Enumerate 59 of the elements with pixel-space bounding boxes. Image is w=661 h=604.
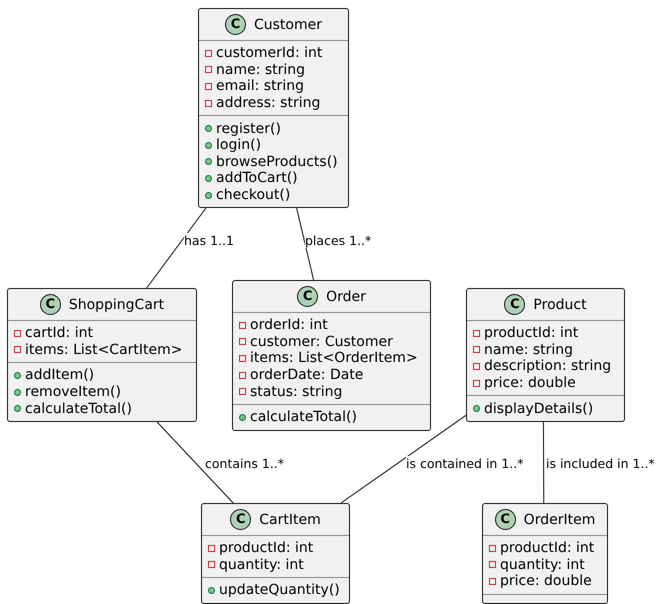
class-box [466, 288, 625, 422]
method-text: removeItem() [25, 384, 121, 400]
class-icon: C [224, 14, 246, 35]
edge-label: contains 1..* [205, 456, 284, 471]
edge-label: is included in 1..* [546, 456, 655, 471]
attribute-text: status: string [250, 384, 342, 400]
attribute-text: items: List<CartItem> [25, 342, 182, 358]
attribute-text: description: string [484, 358, 612, 374]
class-name: ShoppingCart [68, 296, 164, 312]
edge-label: is contained in 1..* [406, 456, 524, 471]
method-text: calculateTotal() [25, 400, 132, 417]
class-name: CartItem [259, 512, 321, 528]
class-box [198, 8, 349, 208]
attribute-text: orderId: int [250, 317, 328, 334]
association-line [340, 414, 466, 504]
class-icon: C [40, 294, 61, 315]
edge-label: has 1..1 [184, 233, 234, 248]
class-name: Order [326, 288, 366, 304]
class-name: OrderItem [524, 512, 596, 528]
method-text: addItem() [25, 367, 94, 384]
association-line [156, 422, 234, 504]
method-text: browseProducts() [216, 154, 338, 170]
class-box [232, 280, 431, 431]
class-icon: C [230, 509, 252, 530]
attribute-text: quantity: int [219, 556, 304, 573]
attribute-text: name: string [216, 62, 306, 78]
method-text: addToCart() [216, 170, 298, 186]
method-text: login() [216, 137, 262, 154]
attribute-text: email: string [216, 78, 304, 94]
association-line [296, 208, 314, 280]
attribute-text: customerId: int [216, 45, 322, 62]
attribute-text: quantity: int [500, 556, 585, 573]
attribute-text: name: string [484, 342, 574, 358]
attribute-text: productId: int [219, 540, 314, 556]
class-box [7, 288, 197, 422]
attribute-text: productId: int [500, 540, 594, 556]
attribute-text: address: string [216, 95, 320, 112]
attribute-text: cartId: int [25, 325, 93, 342]
method-text: register() [216, 120, 281, 137]
association-line [146, 208, 206, 288]
method-text: updateQuantity() [219, 582, 340, 598]
attribute-text: orderDate: Date [250, 367, 364, 384]
attribute-text: price: double [500, 573, 592, 590]
attribute-text: customer: Customer [250, 334, 393, 350]
class-name: Product [533, 296, 587, 312]
class-icon: C [297, 286, 318, 307]
method-text: calculateTotal() [250, 409, 357, 426]
method-text: checkout() [216, 187, 290, 204]
class-box [482, 503, 608, 604]
class-icon: C [494, 509, 516, 530]
class-name: Customer [254, 16, 322, 32]
association-line [542, 422, 544, 504]
edge-label: places 1..* [305, 233, 372, 248]
attribute-text: productId: int [484, 325, 578, 342]
attribute-text: price: double [484, 375, 576, 392]
class-icon: C [504, 294, 526, 315]
class-box [201, 503, 350, 604]
method-text: displayDetails() [484, 400, 594, 417]
attribute-text: items: List<OrderItem> [250, 350, 418, 366]
